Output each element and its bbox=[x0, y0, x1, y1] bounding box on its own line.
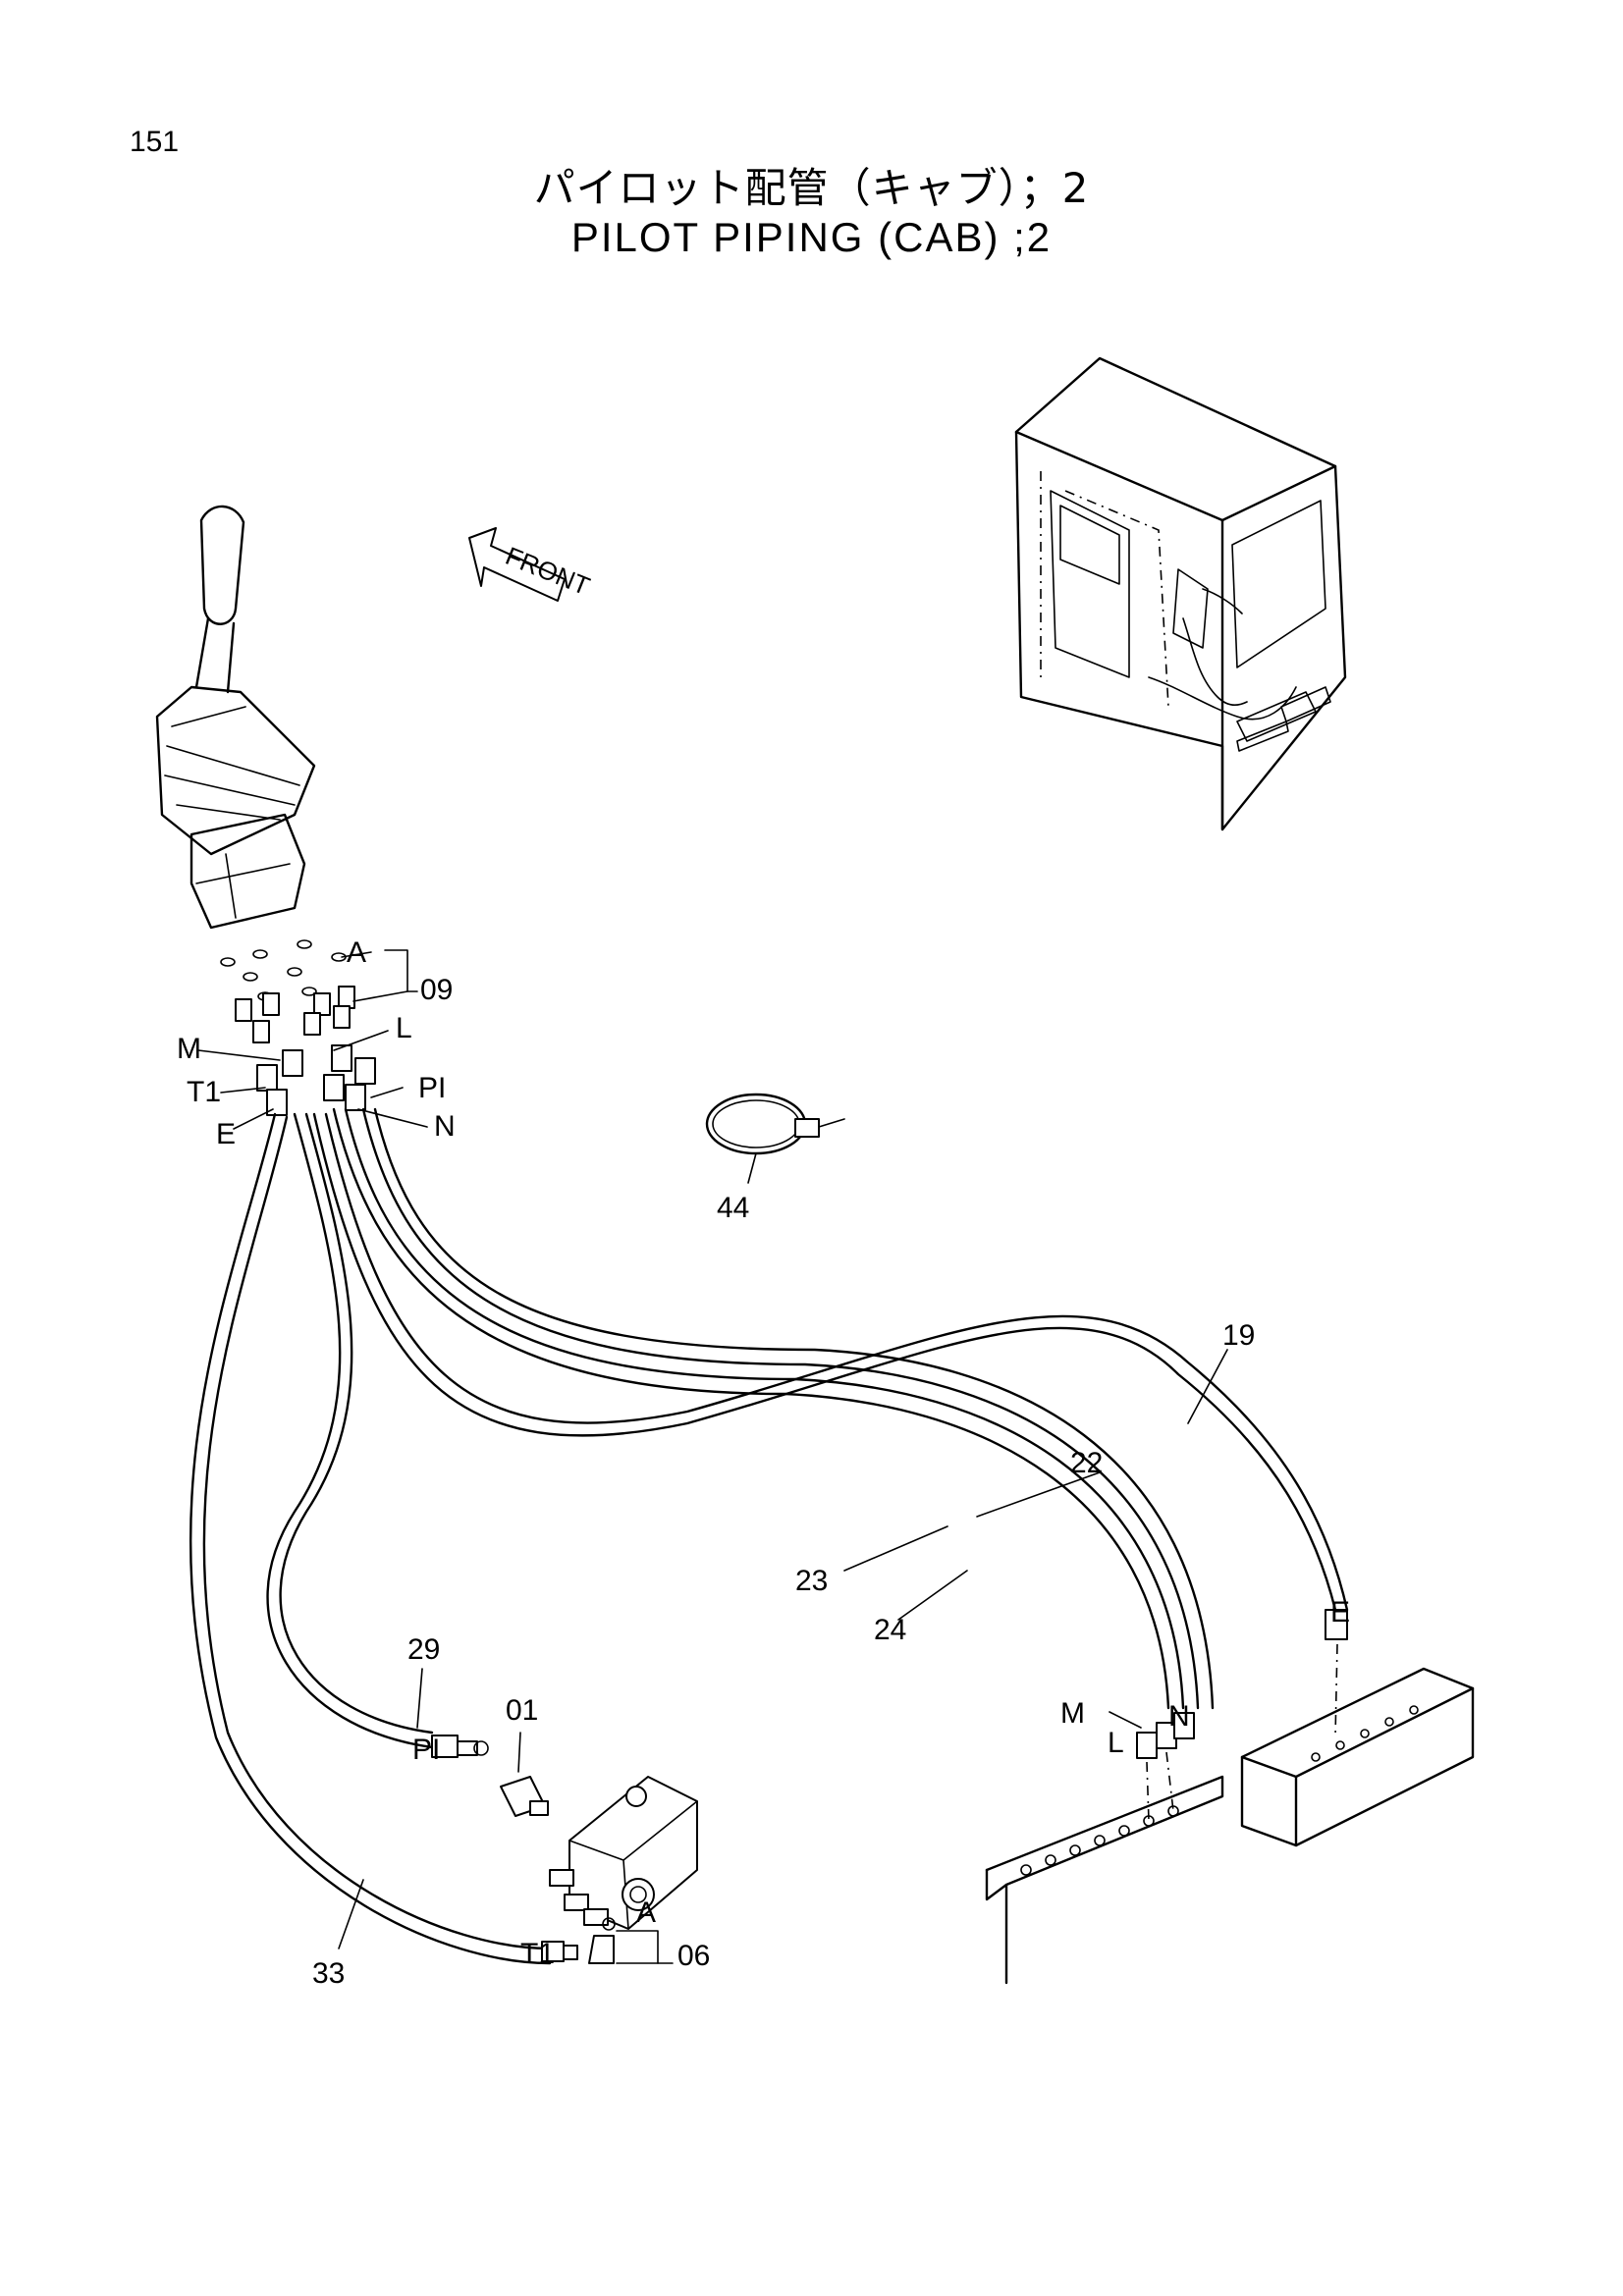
callout-part-19: 19 bbox=[1222, 1319, 1255, 1352]
callout-part-09: 09 bbox=[420, 974, 453, 1006]
adapter-fittings-09 bbox=[235, 986, 355, 1043]
pilot-hoses bbox=[189, 1107, 1349, 1965]
callout-port-l: L bbox=[396, 1012, 412, 1044]
callout-part-29: 29 bbox=[407, 1633, 440, 1666]
hose-clamp-44 bbox=[705, 1093, 845, 1155]
callout-part-23: 23 bbox=[795, 1565, 828, 1597]
callout-port-m-right: M bbox=[1060, 1697, 1085, 1730]
callout-part-22: 22 bbox=[1070, 1447, 1103, 1479]
callout-port-p1-lower: PI bbox=[412, 1734, 440, 1766]
right-block-e bbox=[1240, 1609, 1475, 1847]
page-number: 151 bbox=[130, 126, 180, 158]
valve-block bbox=[549, 1776, 698, 1930]
control-lever-assembly bbox=[155, 505, 316, 930]
callout-leader-lines bbox=[197, 949, 1228, 1964]
callout-port-l-right: L bbox=[1108, 1727, 1124, 1759]
fitting-01 bbox=[500, 1776, 549, 1817]
callout-port-t1: T1 bbox=[187, 1076, 221, 1108]
callout-port-n: N bbox=[434, 1110, 456, 1143]
callout-part-33: 33 bbox=[312, 1957, 345, 1990]
hose-29-end-fitting bbox=[431, 1735, 489, 1758]
page-title-english: PILOT PIPING (CAB) ;2 bbox=[570, 214, 1053, 260]
right-port-bracket bbox=[985, 1712, 1224, 1985]
callout-port-t1-lower: T1 bbox=[520, 1938, 555, 1970]
callout-port-m: M bbox=[177, 1033, 201, 1065]
callout-a-top: A bbox=[347, 936, 366, 969]
callout-port-n-right: N bbox=[1168, 1700, 1190, 1733]
callout-part-01: 01 bbox=[506, 1694, 538, 1727]
o-ring-cluster bbox=[220, 939, 347, 1001]
cab-overview-illustration bbox=[1014, 356, 1347, 831]
hose-33-end-fittings bbox=[541, 1917, 616, 1964]
callout-part-06: 06 bbox=[677, 1940, 710, 1972]
page-title-japanese: パイロット配管（キャブ）；2 bbox=[533, 164, 1090, 212]
lever-hose-end-fittings bbox=[256, 1044, 376, 1116]
callout-port-p1: PI bbox=[418, 1072, 446, 1104]
callout-port-e: E bbox=[216, 1118, 236, 1150]
front-direction-indicator: FRONT bbox=[468, 527, 594, 602]
callout-part-24: 24 bbox=[874, 1614, 906, 1646]
callout-port-e-right: E bbox=[1330, 1596, 1350, 1629]
callout-part-44: 44 bbox=[717, 1192, 749, 1224]
callout-a-bottom: A bbox=[636, 1896, 656, 1929]
